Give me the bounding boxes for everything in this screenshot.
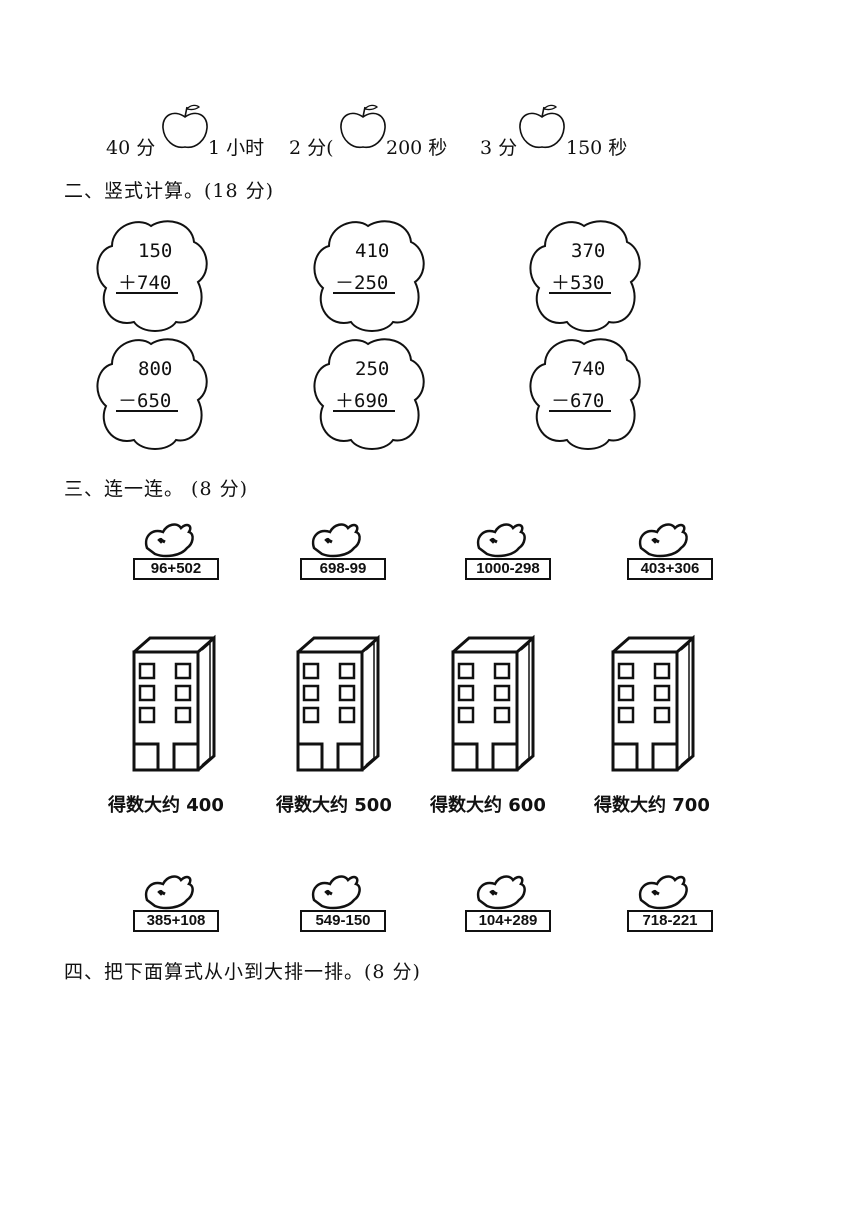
bird-top-3[interactable]: 1000-298 bbox=[463, 518, 553, 580]
building-icon-4 bbox=[611, 634, 695, 772]
calc-top-1: 150 bbox=[138, 240, 173, 262]
building-icon-2 bbox=[296, 634, 380, 772]
calc-bottom-4: －650 bbox=[118, 390, 172, 412]
bird-top-label-1: 96+502 bbox=[133, 558, 219, 580]
bird-top-4[interactable]: 403+306 bbox=[625, 518, 715, 580]
calc-line-3 bbox=[549, 292, 611, 294]
compare-left-3: 3 分 bbox=[480, 137, 518, 159]
bird-bottom-4[interactable]: 718-221 bbox=[625, 870, 715, 932]
section3-title: 三、连一连。 (8 分) bbox=[64, 478, 248, 500]
section4-title: 四、把下面算式从小到大排一排。(8 分) bbox=[64, 961, 421, 983]
bird-bottom-3[interactable]: 104+289 bbox=[463, 870, 553, 932]
section2-title: 二、竖式计算。(18 分) bbox=[64, 180, 275, 202]
compare-right-3: 150 秒 bbox=[566, 137, 628, 159]
apple-answer-box-1[interactable] bbox=[160, 103, 210, 151]
building-label-1: 得数大约 400 bbox=[108, 795, 224, 816]
calc-flower-5[interactable]: 250 ＋690 bbox=[311, 336, 426, 451]
calc-line-6 bbox=[549, 410, 611, 412]
compare-left-2: 2 分( bbox=[289, 137, 334, 159]
calc-flower-6[interactable]: 740 －670 bbox=[527, 336, 642, 451]
bird-bottom-label-4: 718-221 bbox=[627, 910, 713, 932]
bird-top-label-4: 403+306 bbox=[627, 558, 713, 580]
bird-top-1[interactable]: 96+502 bbox=[131, 518, 221, 580]
bird-icon bbox=[476, 523, 526, 558]
bird-bottom-label-1: 385+108 bbox=[133, 910, 219, 932]
bird-bottom-1[interactable]: 385+108 bbox=[131, 870, 221, 932]
calc-top-6: 740 bbox=[571, 358, 606, 380]
compare-right-2: 200 秒 bbox=[386, 137, 448, 159]
bird-bottom-label-2: 549-150 bbox=[300, 910, 386, 932]
calc-bottom-2: －250 bbox=[335, 272, 389, 294]
bird-icon bbox=[476, 875, 526, 910]
calc-flower-3[interactable]: 370 ＋530 bbox=[527, 218, 642, 333]
calc-line-4 bbox=[116, 410, 178, 412]
bird-icon bbox=[311, 523, 361, 558]
calc-bottom-5: ＋690 bbox=[335, 390, 389, 412]
calc-flower-4[interactable]: 800 －650 bbox=[94, 336, 209, 451]
apple-answer-box-3[interactable] bbox=[517, 103, 567, 151]
building-label-3: 得数大约 600 bbox=[430, 795, 546, 816]
building-icon-3 bbox=[451, 634, 535, 772]
bird-bottom-label-3: 104+289 bbox=[465, 910, 551, 932]
bird-icon bbox=[311, 875, 361, 910]
apple-answer-box-2[interactable] bbox=[338, 103, 388, 151]
calc-top-4: 800 bbox=[138, 358, 173, 380]
bird-icon bbox=[144, 523, 194, 558]
calc-top-2: 410 bbox=[355, 240, 390, 262]
calc-flower-2[interactable]: 410 －250 bbox=[311, 218, 426, 333]
calc-line-2 bbox=[333, 292, 395, 294]
bird-icon bbox=[638, 875, 688, 910]
calc-bottom-3: ＋530 bbox=[551, 272, 605, 294]
compare-right-1: 1 小时 bbox=[208, 137, 265, 159]
building-label-2: 得数大约 500 bbox=[276, 795, 392, 816]
bird-bottom-2[interactable]: 549-150 bbox=[298, 870, 388, 932]
bird-top-label-2: 698-99 bbox=[300, 558, 386, 580]
calc-line-5 bbox=[333, 410, 395, 412]
calc-bottom-6: －670 bbox=[551, 390, 605, 412]
bird-top-label-3: 1000-298 bbox=[465, 558, 551, 580]
calc-flower-1[interactable]: 150 ＋740 bbox=[94, 218, 209, 333]
bird-icon bbox=[144, 875, 194, 910]
building-label-4: 得数大约 700 bbox=[594, 795, 710, 816]
calc-bottom-1: ＋740 bbox=[118, 272, 172, 294]
calc-top-3: 370 bbox=[571, 240, 606, 262]
bird-top-2[interactable]: 698-99 bbox=[298, 518, 388, 580]
compare-left-1: 40 分 bbox=[106, 137, 156, 159]
calc-line-1 bbox=[116, 292, 178, 294]
bird-icon bbox=[638, 523, 688, 558]
calc-top-5: 250 bbox=[355, 358, 390, 380]
building-icon-1 bbox=[132, 634, 216, 772]
